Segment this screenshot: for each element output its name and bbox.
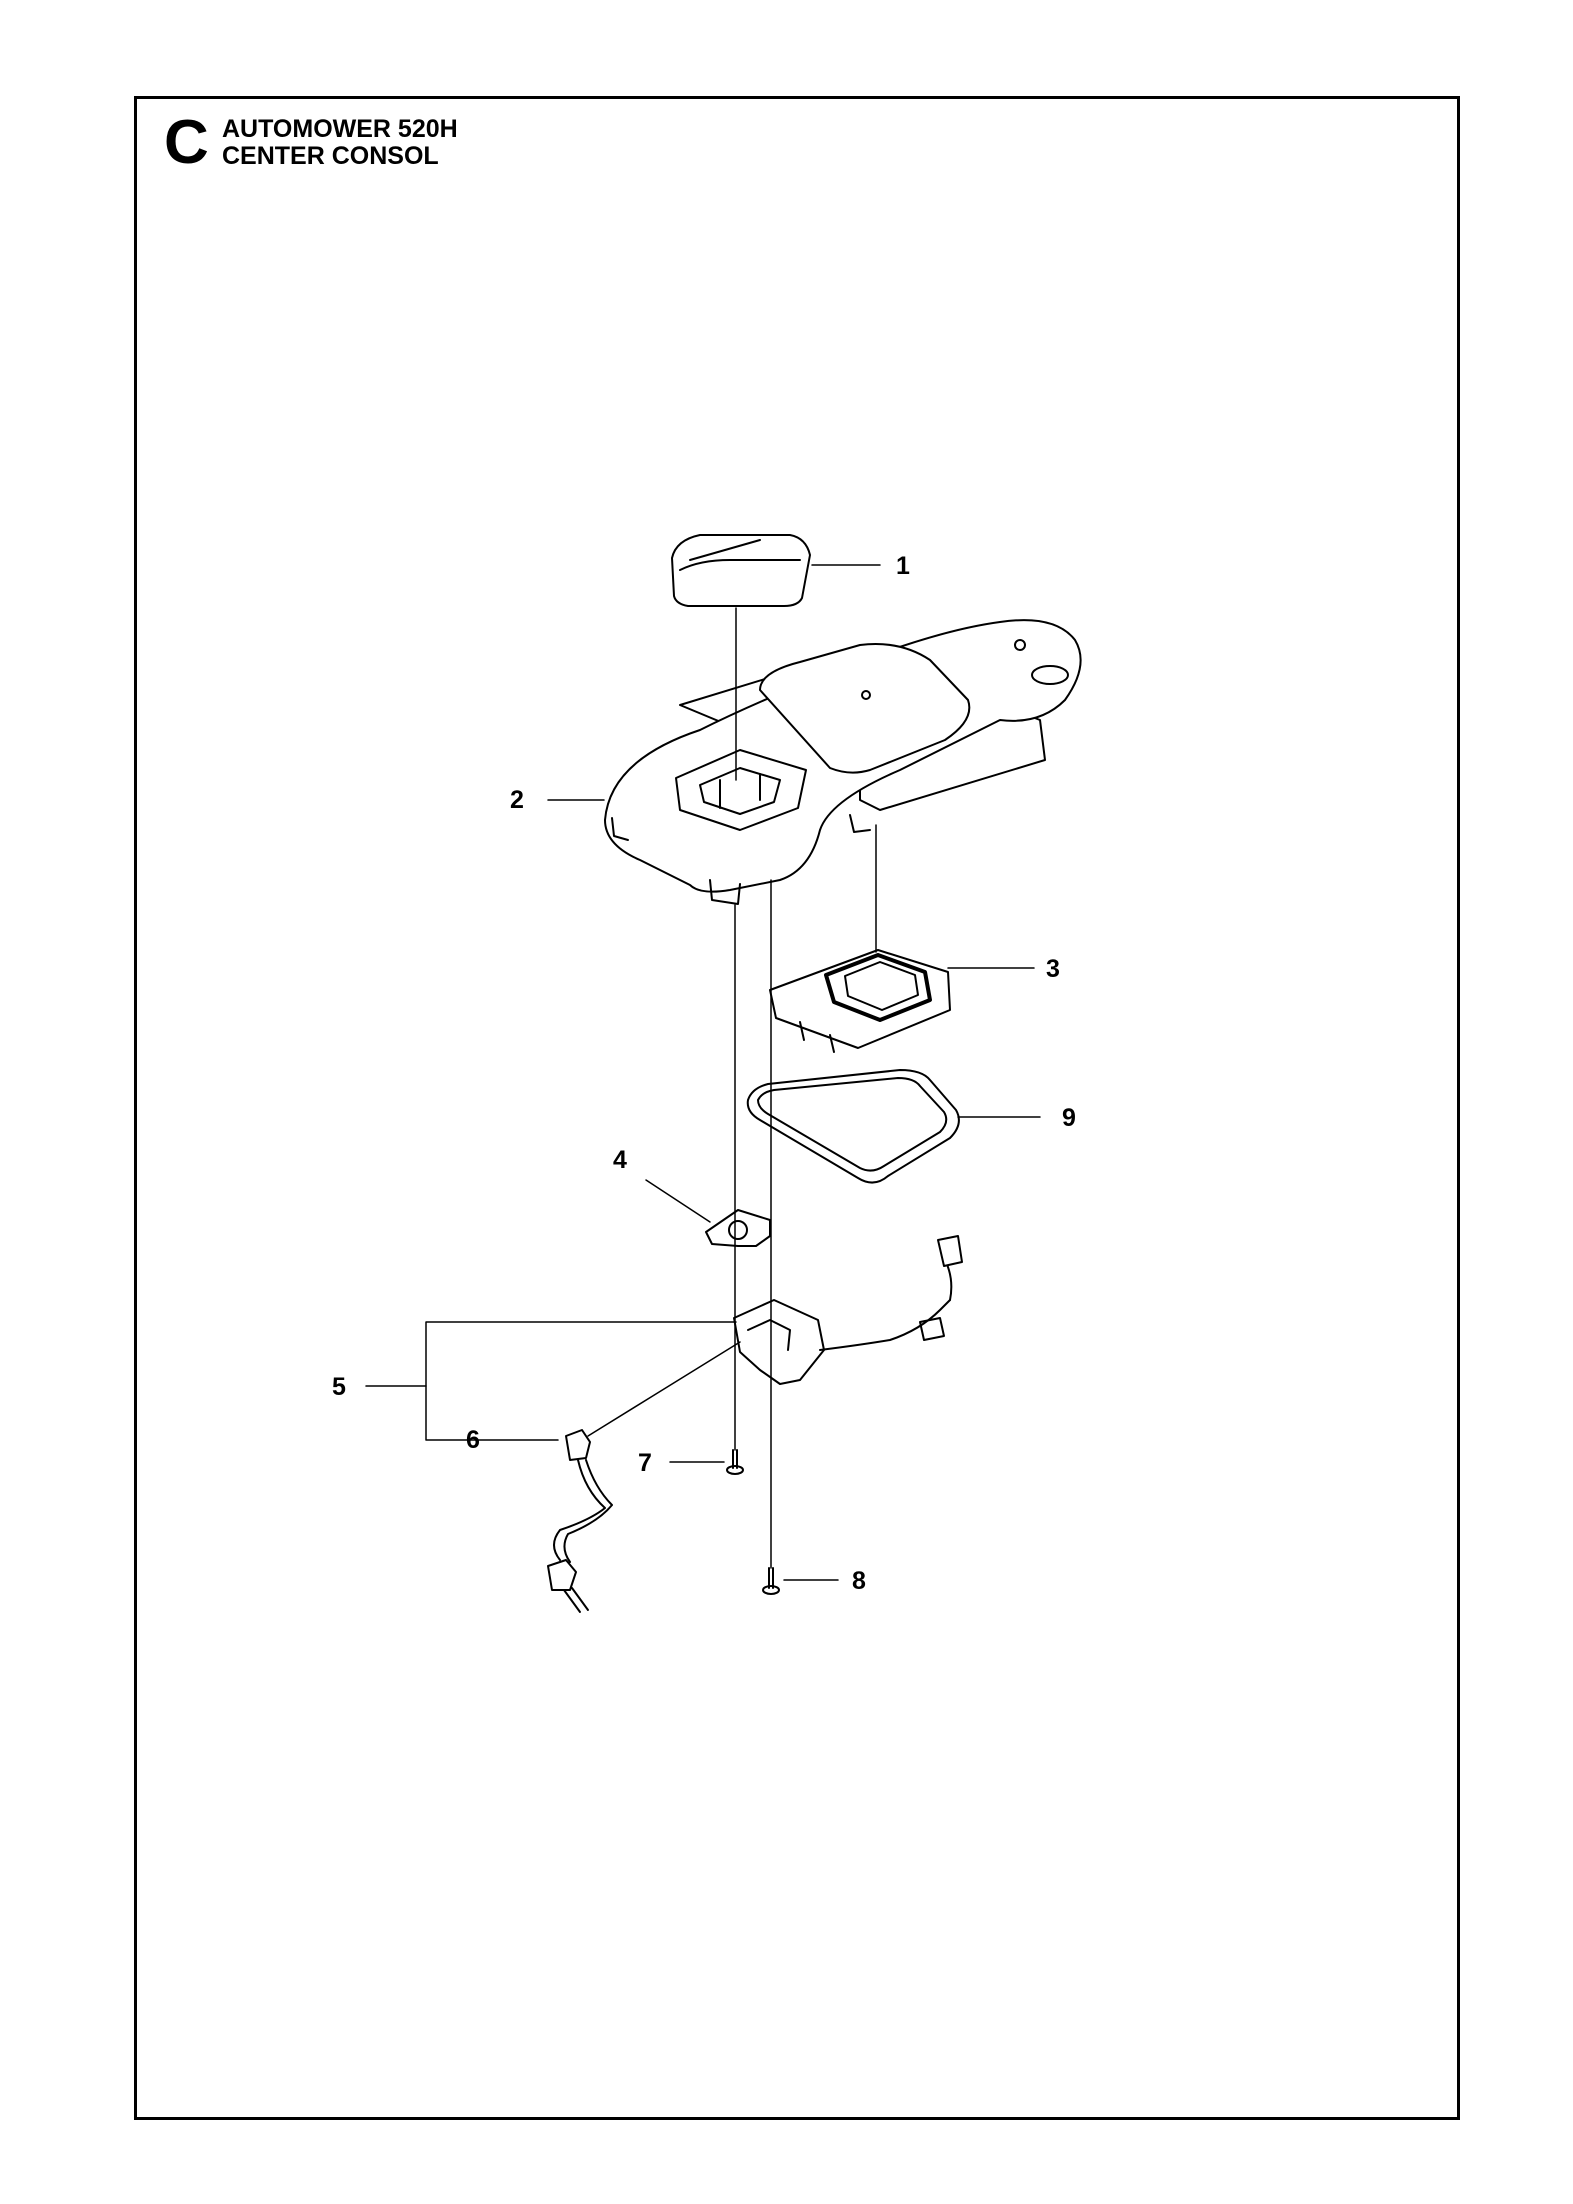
part-2-center-console <box>604 619 1082 905</box>
callout-5: 5 <box>332 1373 346 1401</box>
part-7-screw <box>726 1449 744 1475</box>
model-title: AUTOMOWER 520H <box>222 115 458 143</box>
callout-4: 4 <box>613 1146 627 1174</box>
part-8-screw <box>762 1567 780 1595</box>
part-3-display-board <box>769 949 951 1053</box>
assembly-lines <box>734 607 877 1569</box>
callout-2: 2 <box>510 786 524 814</box>
callout-labels: 1 2 3 4 5 6 7 8 9 <box>332 552 1076 1595</box>
callout-7: 7 <box>638 1449 652 1477</box>
part-1-button-cover <box>671 534 811 607</box>
part-4-bracket <box>705 1209 771 1247</box>
leader-lines <box>365 564 1041 1581</box>
callout-9: 9 <box>1062 1104 1076 1132</box>
assembly-title: CENTER CONSOL <box>222 142 439 170</box>
callout-1: 1 <box>896 552 910 580</box>
part-5-switch-housing <box>733 1235 963 1385</box>
callout-8: 8 <box>852 1567 866 1595</box>
part-6-switch <box>547 1429 613 1613</box>
callout-3: 3 <box>1046 955 1060 983</box>
section-letter: C <box>164 108 209 177</box>
callout-6: 6 <box>466 1426 480 1454</box>
part-9-gasket <box>746 1069 960 1184</box>
page-frame <box>134 96 1460 2120</box>
